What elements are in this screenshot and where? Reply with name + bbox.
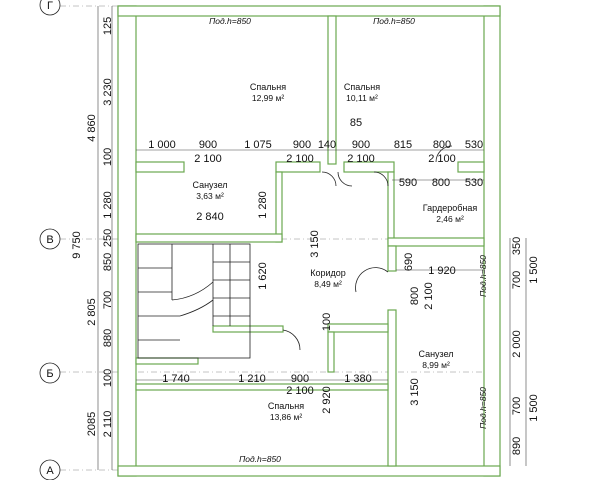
room-area: 10,11 м²	[346, 93, 378, 103]
dimension-label: 900	[199, 139, 217, 151]
note: Под.h=850	[239, 454, 281, 464]
dimension-label: 2 840	[196, 211, 224, 223]
dimension-label: 1 380	[344, 373, 372, 385]
dimension-label: 9 750	[71, 231, 83, 259]
dimension-label: 2 100	[347, 153, 375, 165]
dimension-label: 890	[511, 437, 523, 455]
room-name: Спальня	[344, 82, 380, 92]
dimension-label: 850	[102, 253, 114, 271]
dimension-label: 2 100	[423, 282, 435, 310]
dimension-label: 1 280	[257, 191, 269, 219]
room-area: 2,46 м²	[436, 214, 464, 224]
height-notes: Под.h=850 Под.h=850 Под.h=850 Под.h=850 …	[209, 16, 488, 464]
dimension-label: 1 500	[528, 394, 540, 422]
note: Под.h=850	[478, 387, 488, 429]
axis-label: Г	[47, 0, 53, 12]
dimension-label: 800	[432, 177, 450, 189]
dimension-label: 700	[511, 397, 523, 415]
dimension-label: 900	[291, 373, 309, 385]
dimension-label: 1 740	[162, 373, 190, 385]
dimension-label: 3 230	[102, 78, 114, 106]
axis-markers: Г В Б А	[39, 0, 61, 480]
axis-label: В	[46, 234, 53, 246]
dimension-label: 2085	[86, 412, 98, 436]
room-area: 3,63 м²	[196, 191, 224, 201]
dimension-label: 1 500	[528, 256, 540, 284]
dimension-label: 140	[318, 139, 336, 151]
axis-label: Б	[46, 368, 53, 380]
dimension-label: 815	[394, 139, 412, 151]
dimension-label: 1 920	[428, 265, 456, 277]
dimension-label: 1 210	[238, 373, 266, 385]
dimension-label: 2 100	[286, 385, 314, 397]
dimension-label: 4 860	[86, 114, 98, 142]
dimension-label: 2 000	[511, 330, 523, 358]
dimension-label: 700	[102, 291, 114, 309]
dimension-label: 900	[293, 139, 311, 151]
dimension-label: 100	[321, 313, 333, 331]
interior-dimensions: 1 000 900 1 075 900 140 900 815 800 530 …	[148, 117, 483, 414]
room-area: 13,86 м²	[270, 412, 302, 422]
room-labels: Спальня 12,99 м² Спальня 10,11 м² Санузе…	[192, 82, 477, 422]
dimension-label: 2 920	[321, 386, 333, 414]
dimension-label: 1 000	[148, 139, 176, 151]
dimension-label: 350	[511, 237, 523, 255]
room-name: Санузел	[192, 180, 227, 190]
dimension-label: 250	[102, 229, 114, 247]
dimension-label: 1 280	[102, 191, 114, 219]
axis-label: А	[46, 465, 54, 477]
dimension-label: 700	[511, 271, 523, 289]
dimension-label: 1 075	[244, 139, 272, 151]
dimension-label: 530	[465, 177, 483, 189]
left-dimensions-outer: 4 860 9 750 2 805 2085	[71, 114, 98, 436]
dimension-label: 800	[409, 287, 421, 305]
dimension-label: 900	[352, 139, 370, 151]
dimension-label: 2 100	[428, 153, 456, 165]
dimension-lines	[97, 6, 527, 470]
dimension-label: 2 100	[194, 153, 222, 165]
right-dimensions: 350 1 500 700 2 000 700 1 500 890	[511, 237, 540, 455]
room-area: 8,99 м²	[422, 360, 450, 370]
room-area: 12,99 м²	[252, 93, 284, 103]
outer-walls	[117, 5, 501, 477]
room-name: Санузел	[418, 349, 453, 359]
dimension-label: 100	[102, 369, 114, 387]
room-name: Гардеробная	[423, 203, 478, 213]
dimension-label: 2 805	[86, 298, 98, 326]
dimension-label: 800	[433, 139, 451, 151]
note: Под.h=850	[478, 255, 488, 297]
dimension-label: 530	[465, 139, 483, 151]
note: Под.h=850	[209, 16, 251, 26]
dimension-label: 880	[102, 329, 114, 347]
staircase	[137, 243, 251, 359]
dimension-label: 2 110	[102, 411, 114, 438]
room-area: 8,49 м²	[314, 279, 342, 289]
dimension-label: 1 620	[257, 262, 269, 290]
interior-walls	[135, 15, 485, 467]
room-name: Коридор	[310, 268, 346, 278]
note: Под.h=850	[373, 16, 415, 26]
dimension-label: 690	[403, 253, 415, 271]
dimension-label: 125	[102, 17, 114, 35]
doors	[282, 145, 453, 351]
dimension-label: 100	[102, 148, 114, 166]
dimension-label: 590	[399, 177, 417, 189]
dimension-label: 3 150	[409, 378, 421, 406]
dimension-label: 85	[350, 117, 362, 129]
room-name: Спальня	[250, 82, 286, 92]
room-name: Спальня	[268, 401, 304, 411]
dimension-label: 3 150	[309, 230, 321, 258]
left-dimensions-inner: 125 3 230 100 1 280 250 850 700 880 100 …	[102, 17, 114, 438]
dimension-label: 2 100	[286, 153, 314, 165]
